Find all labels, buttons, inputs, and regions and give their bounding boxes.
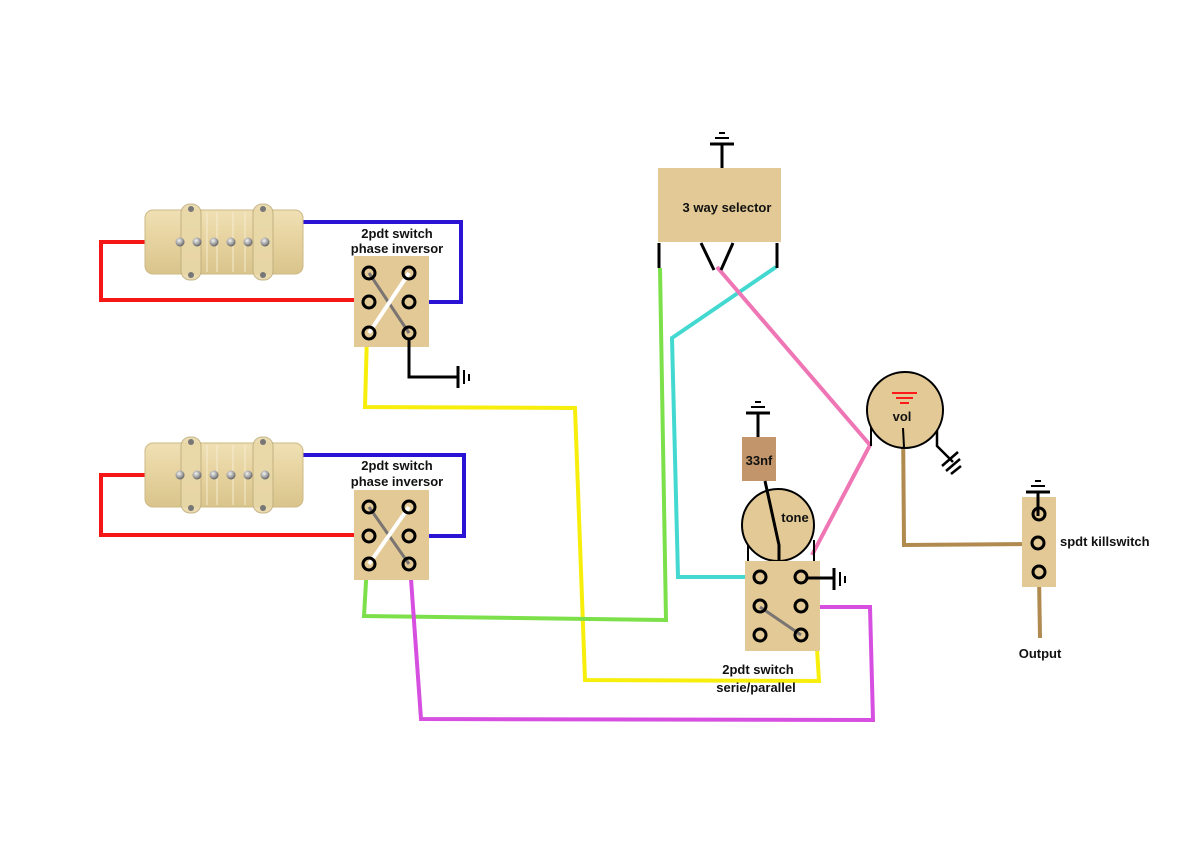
pickup-top	[144, 203, 304, 281]
phase-switch-top: 2pdt switch phase inversor	[351, 226, 470, 388]
capacitor-label: 33nf	[746, 453, 773, 468]
killswitch-label: spdt killswitch	[1060, 534, 1150, 549]
wire-red-bottom	[99, 473, 368, 537]
serie-parallel-switch: 2pdt switch serie/parallel	[716, 561, 846, 695]
vol-label: vol	[893, 409, 912, 424]
wire-red-top	[99, 240, 368, 302]
wire-magenta	[408, 564, 876, 723]
wire-blue-bottom	[303, 453, 466, 538]
three-way-selector: 3 way selector	[657, 131, 781, 271]
phase-switch-bottom-label-1: 2pdt switch	[361, 458, 433, 473]
phase-switch-bottom: 2pdt switch phase inversor	[351, 458, 444, 580]
wire-brown-vol	[901, 416, 1038, 548]
tone-label: tone	[781, 510, 808, 525]
wire-blue-top	[303, 220, 463, 304]
wire-cyan	[669, 265, 778, 579]
output-label: Output	[1019, 646, 1062, 661]
serie-switch-label-2: serie/parallel	[716, 680, 796, 695]
volume-pot: vol	[866, 371, 962, 475]
phase-switch-top-label-1: 2pdt switch	[361, 226, 433, 241]
wire-green	[361, 267, 669, 623]
capacitor: 33nf	[742, 400, 776, 481]
pickup-bottom	[144, 436, 304, 514]
selector-label: 3 way selector	[683, 200, 772, 215]
ground-icon	[708, 131, 736, 170]
spdt-killswitch: spdt killswitch	[1022, 479, 1150, 587]
ground-icon-red	[892, 392, 917, 404]
tone-pot: tone	[741, 480, 815, 563]
phase-switch-top-label-2: phase inversor	[351, 241, 444, 256]
ground-icon	[941, 451, 962, 475]
wire-yellow	[362, 333, 822, 684]
serie-switch-label-1: 2pdt switch	[722, 662, 794, 677]
ground-icon	[744, 400, 772, 439]
phase-switch-bottom-label-2: phase inversor	[351, 474, 444, 489]
